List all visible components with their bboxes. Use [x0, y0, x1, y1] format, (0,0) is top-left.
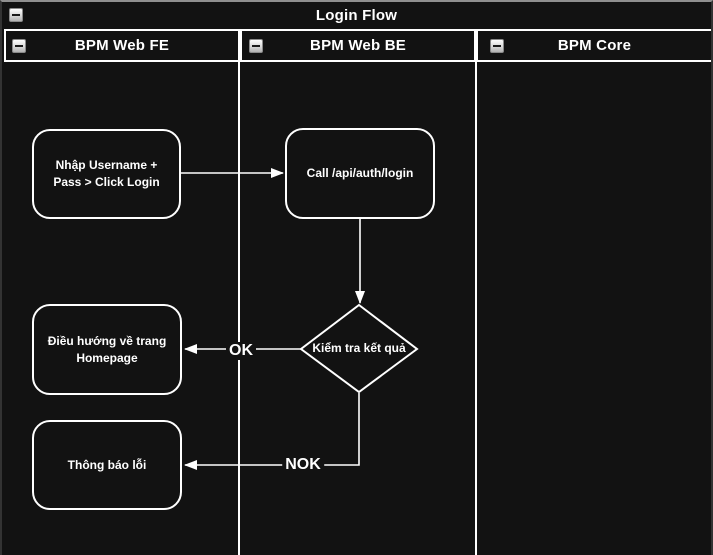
lane-label-core: BPM Core — [557, 37, 632, 54]
pool-collapse-button[interactable] — [9, 8, 23, 22]
lane-label-fe: BPM Web FE — [74, 37, 170, 54]
edge-label-nok: NOK — [282, 456, 324, 474]
lane-collapse-button-be[interactable] — [249, 39, 263, 53]
node-navigate-homepage[interactable]: Điều hướng về trang Homepage — [32, 304, 182, 395]
lane-divider-fe-be — [238, 62, 240, 555]
minus-icon — [12, 14, 20, 16]
pool-title: Login Flow — [315, 7, 398, 24]
node-call-api[interactable]: Call /api/auth/login — [285, 128, 435, 219]
lane-label-be: BPM Web BE — [310, 37, 406, 54]
lane-header-bpm-core[interactable]: BPM Core — [476, 29, 711, 62]
minus-icon — [15, 45, 23, 47]
edge-label-ok: OK — [226, 342, 256, 360]
pool-title-bar: Login Flow — [2, 2, 711, 29]
edge-check-to-error — [184, 393, 360, 470]
node-error-message[interactable]: Thông báo lỗi — [32, 420, 182, 510]
node-check-result-shape[interactable] — [299, 303, 419, 394]
lane-collapse-button-fe[interactable] — [12, 39, 26, 53]
node-input-login[interactable]: Nhập Username + Pass > Click Login — [32, 129, 181, 219]
lane-header-bpm-web-be[interactable]: BPM Web BE — [240, 29, 476, 62]
minus-icon — [493, 45, 501, 47]
lane-collapse-button-core[interactable] — [490, 39, 504, 53]
minus-icon — [252, 45, 260, 47]
lane-divider-be-core — [475, 62, 477, 555]
node-check-result-label: Kiểm tra kết quả — [312, 341, 406, 355]
lane-header-bpm-web-fe[interactable]: BPM Web FE — [4, 29, 240, 62]
